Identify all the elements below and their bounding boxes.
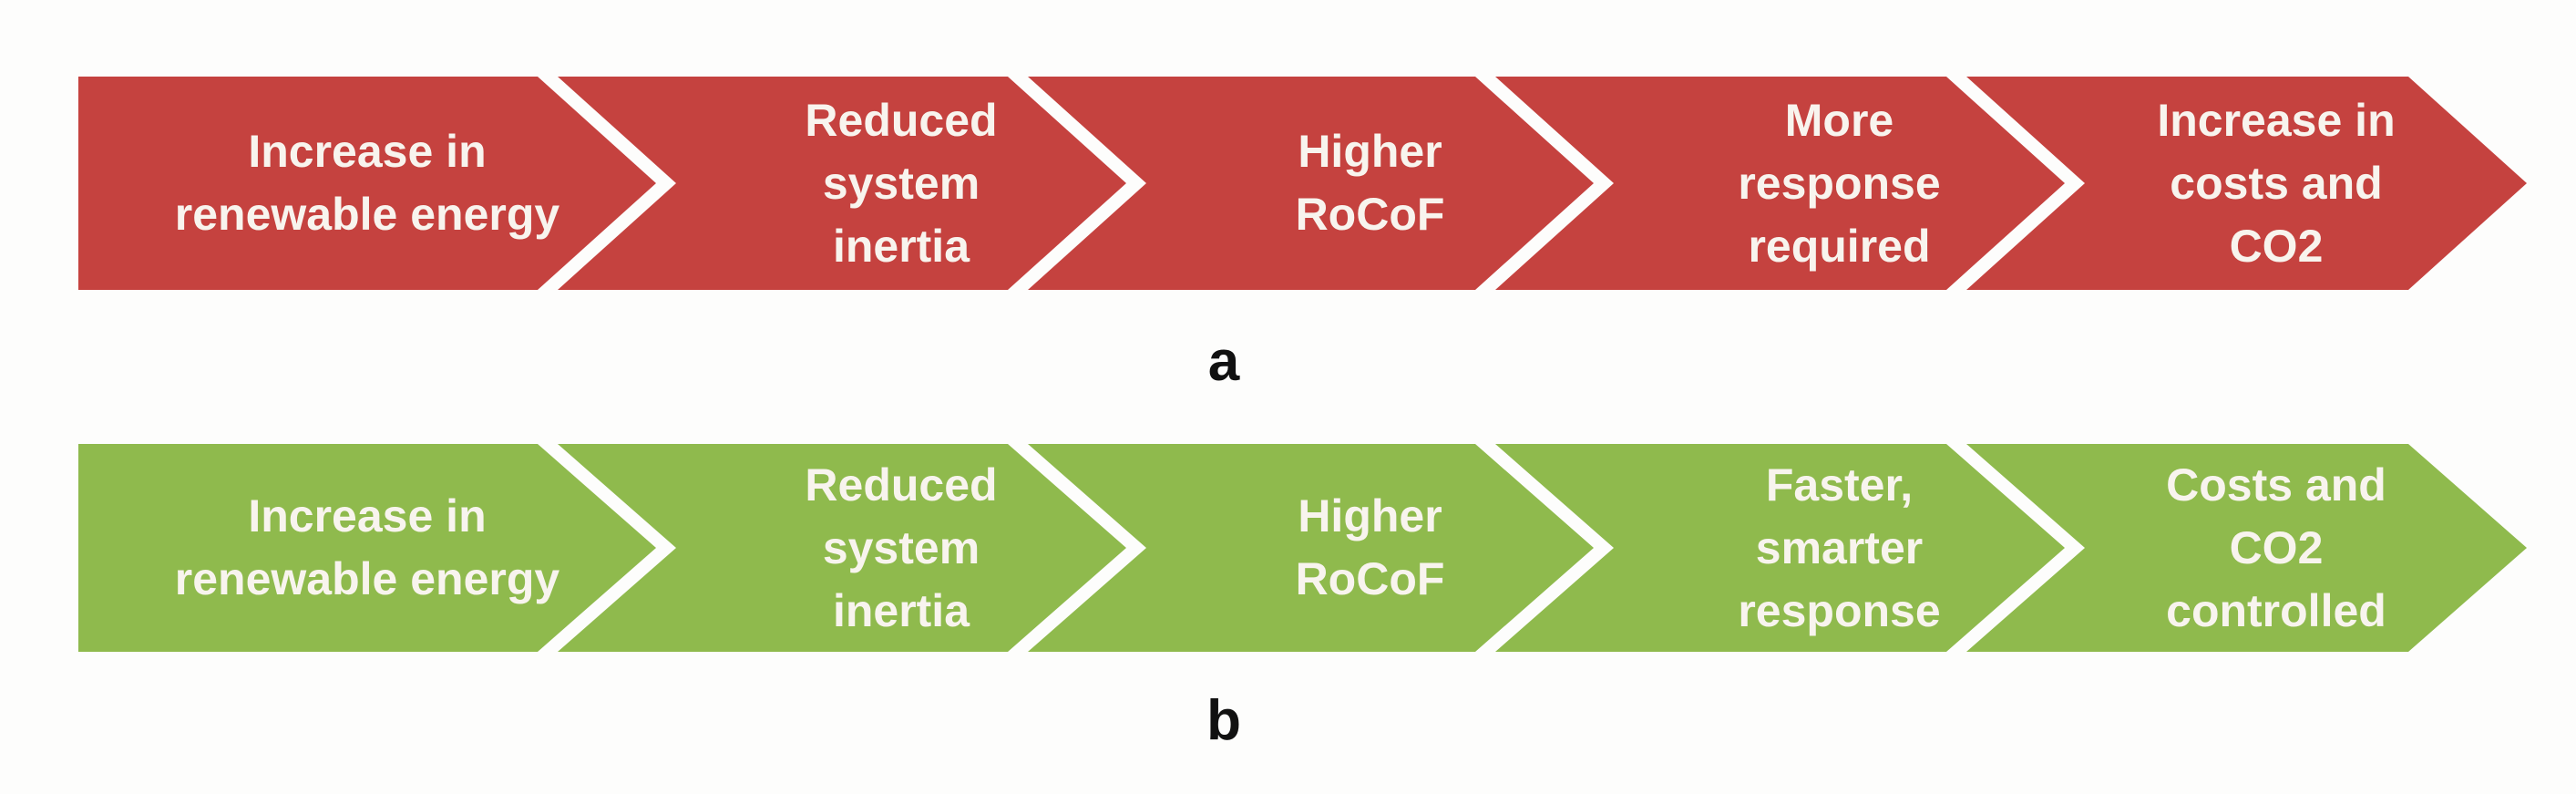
subfigure-label-b: b [1206, 689, 1241, 752]
flow-diagram-a: Increase in renewable energy Reduced sys… [78, 77, 2530, 290]
chevron-arrow-band-red [78, 77, 2527, 290]
step-label-more-response: More response required [1738, 94, 1941, 272]
step-label-faster-smarter-response: Faster, smarter response [1738, 459, 1941, 636]
chevron-segment [1028, 77, 1594, 290]
step-label-increase-renewables: Increase in renewable energy [174, 490, 560, 604]
chevron-segment [1495, 77, 2065, 290]
chevron-segment [1495, 444, 2065, 652]
step-label-increase-renewables: Increase in renewable energy [174, 126, 560, 240]
step-label-higher-rocof: Higher RoCoF [1295, 490, 1445, 604]
chevron-segment [1028, 444, 1594, 652]
chevron-segment [558, 77, 1126, 290]
chevron-segment [78, 77, 656, 290]
step-label-higher-rocof: Higher RoCoF [1295, 126, 1445, 240]
chevron-segment [558, 444, 1126, 652]
step-label-reduced-inertia: Reduced system inertia [805, 459, 998, 636]
step-label-reduced-inertia: Reduced system inertia [805, 94, 998, 272]
chevron-segment [1966, 444, 2527, 652]
chevron-segment [78, 444, 656, 652]
flow-diagram-b: Increase in renewable energy Reduced sys… [78, 444, 2530, 652]
chevron-arrow-band-green [78, 444, 2527, 652]
subfigure-label-a: a [1207, 330, 1240, 393]
step-label-costs-co2-controlled: Costs and CO2 controlled [2166, 459, 2386, 636]
step-label-costs-co2-up: Increase in costs and CO2 [2157, 94, 2396, 272]
chevron-segment [1966, 77, 2527, 290]
